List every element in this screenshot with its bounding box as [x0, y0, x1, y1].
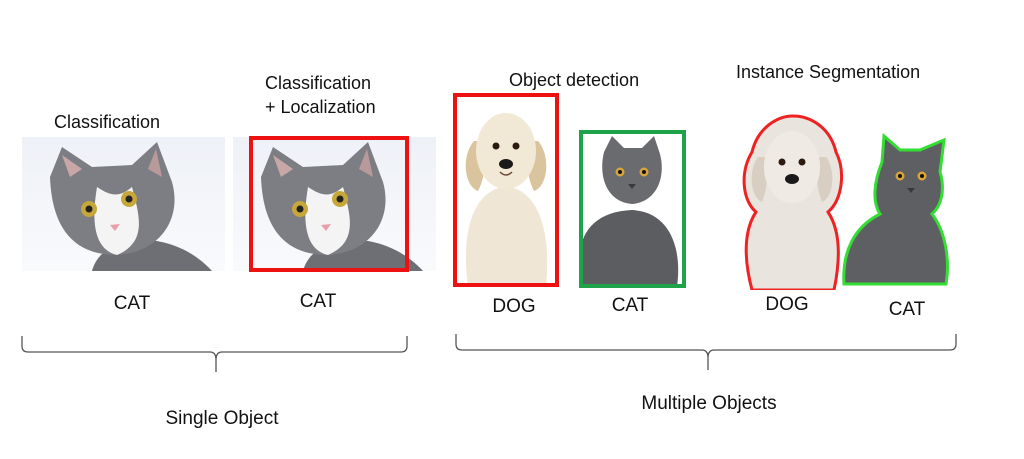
- classification-title: Classification: [54, 112, 161, 132]
- detection-cat-caption: CAT: [611, 295, 649, 316]
- localization-caption: CAT: [299, 291, 337, 312]
- multiple-objects-brace: [455, 334, 957, 370]
- detection-dog-bounding-box: [453, 93, 559, 287]
- localization-title-line1: Classification: [265, 73, 372, 93]
- detection-dog-photo: [456, 96, 556, 286]
- segmentation-title: Instance Segmentation: [736, 62, 921, 82]
- localization-title-line2: + Localization: [265, 97, 376, 117]
- segmentation-cat-mask: [842, 132, 950, 286]
- detection-dog-caption: DOG: [492, 296, 536, 317]
- classification-cat-photo: [22, 137, 225, 271]
- segmentation-dog-caption: DOG: [765, 294, 809, 315]
- single-object-brace: [21, 336, 408, 372]
- localization-bounding-box: [249, 136, 409, 272]
- segmentation-cat-caption: CAT: [888, 299, 926, 320]
- localization-cat-photo: [233, 137, 436, 271]
- single-object-label: Single Object: [165, 408, 279, 429]
- classification-caption: CAT: [113, 293, 151, 314]
- detection-title: Object detection: [509, 70, 640, 90]
- multiple-objects-label: Multiple Objects: [641, 393, 777, 414]
- detection-cat-bounding-box: [579, 130, 686, 288]
- segmentation-dog-mask: [738, 112, 846, 290]
- detection-cat-photo: [562, 132, 682, 286]
